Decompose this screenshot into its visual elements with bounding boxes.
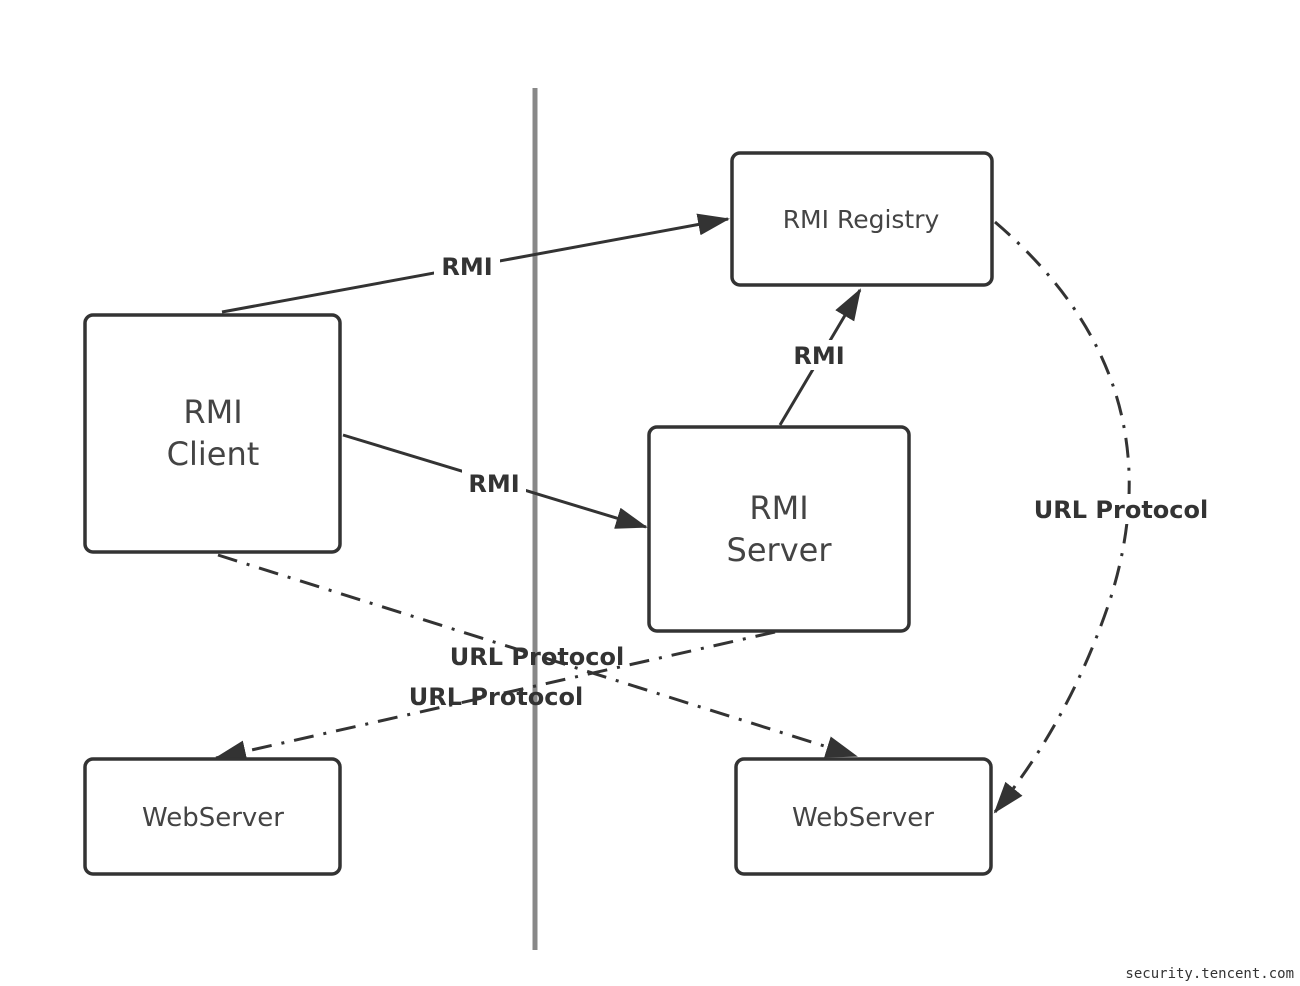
edge-label-client-server: RMI	[462, 468, 526, 498]
node-rmi-server: RMI Server	[647, 425, 911, 633]
edge-label-text: RMI	[468, 470, 519, 498]
watermark: security.tencent.com	[1125, 966, 1294, 982]
edge-label-client-registry: RMI	[434, 250, 500, 281]
node-label-line1: RMI	[749, 489, 808, 527]
node-webserver-left: WebServer	[83, 757, 342, 876]
edge-label-text: RMI	[441, 253, 492, 281]
node-label-line2: Server	[727, 531, 833, 569]
node-label: WebServer	[142, 803, 284, 833]
edge-label-client-webserver: URL Protocol	[450, 643, 624, 671]
node-rmi-client: RMI Client	[83, 313, 342, 554]
node-label: WebServer	[792, 803, 934, 833]
edge-label-text: RMI	[793, 342, 844, 370]
node-label-line2: Client	[167, 435, 260, 473]
edge-server-to-webserver-left	[214, 630, 776, 763]
edge-registry-to-webserver-right	[993, 220, 1131, 814]
edge-label-text: URL Protocol	[450, 643, 624, 671]
edge-label-text: URL Protocol	[1034, 496, 1208, 524]
node-webserver-right: WebServer	[734, 757, 993, 876]
edge-label-text: URL Protocol	[409, 683, 583, 711]
node-label: RMI Registry	[783, 205, 940, 234]
edge-label-server-registry: RMI	[786, 340, 852, 370]
edge-label-registry-webserver: URL Protocol	[1024, 494, 1218, 524]
edge-label-server-webserver: URL Protocol	[409, 683, 583, 711]
node-label-line1: RMI	[183, 393, 242, 431]
node-rmi-registry: RMI Registry	[730, 151, 994, 287]
